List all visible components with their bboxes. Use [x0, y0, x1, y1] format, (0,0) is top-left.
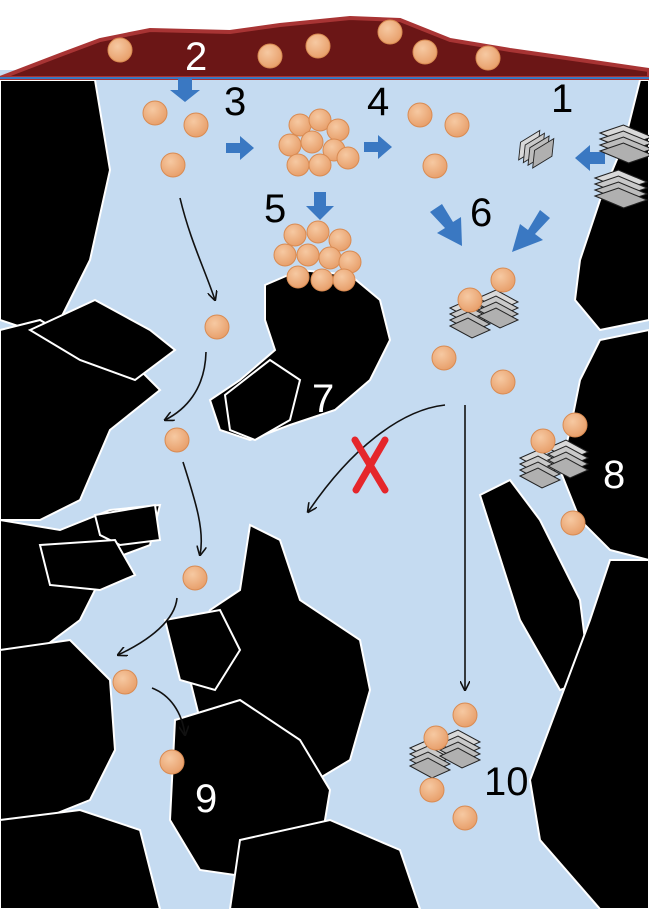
particle [287, 266, 309, 288]
particle [424, 726, 448, 750]
particle [183, 566, 207, 590]
particle [279, 134, 301, 156]
particle [491, 370, 515, 394]
particle [420, 778, 444, 802]
particle [287, 154, 309, 176]
particle [306, 34, 330, 58]
particle [319, 247, 341, 269]
particle [408, 103, 432, 127]
particle [307, 221, 329, 243]
particle [337, 147, 359, 169]
label-3: 3 [224, 80, 246, 124]
particle [274, 244, 296, 266]
label-1: 1 [551, 77, 573, 121]
particle [432, 346, 456, 370]
particle [301, 131, 323, 153]
particle [476, 46, 500, 70]
particle [311, 269, 333, 291]
particle [184, 113, 208, 137]
particle [284, 224, 306, 246]
particle [531, 429, 555, 453]
particle [297, 244, 319, 266]
particle [113, 670, 137, 694]
particle [491, 268, 515, 292]
label-8: 8 [603, 453, 625, 497]
particle [143, 101, 167, 125]
label-4: 4 [367, 80, 389, 124]
label-7: 7 [312, 377, 334, 421]
particle [165, 428, 189, 452]
particle [413, 40, 437, 64]
particle [453, 806, 477, 830]
particle [561, 511, 585, 535]
particle [458, 288, 482, 312]
label-6: 6 [470, 191, 492, 235]
particle [333, 269, 355, 291]
particle [108, 38, 132, 62]
particle [160, 750, 184, 774]
particle [563, 413, 587, 437]
particle [453, 703, 477, 727]
label-5: 5 [264, 187, 286, 231]
label-10: 10 [484, 760, 529, 804]
particle [161, 153, 185, 177]
label-2: 2 [185, 35, 207, 79]
particle [327, 119, 349, 141]
particle [205, 315, 229, 339]
particle [445, 113, 469, 137]
particle [309, 154, 331, 176]
particle [378, 20, 402, 44]
label-9: 9 [195, 777, 217, 821]
particle [258, 44, 282, 68]
particle [423, 154, 447, 178]
